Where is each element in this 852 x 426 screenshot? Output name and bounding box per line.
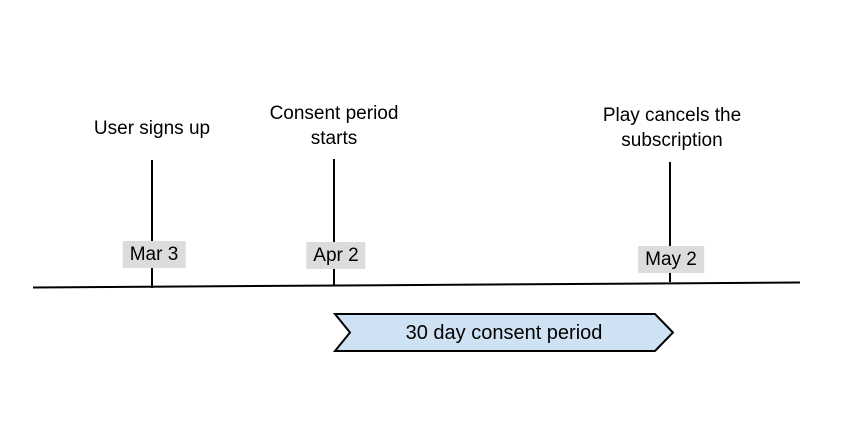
event-title-play-cancels-subscription: Play cancels the subscription: [602, 105, 742, 151]
event-tick-apr-2: [333, 159, 335, 286]
event-title-consent-period-starts: Consent period starts: [269, 103, 399, 149]
event-date-may-2: May 2: [638, 246, 704, 273]
consent-period-banner-label: 30 day consent period: [405, 322, 603, 344]
event-title-user-signs-up: User signs up: [93, 118, 211, 139]
event-tick-may-2: [669, 162, 671, 282]
event-date-mar-3: Mar 3: [122, 241, 186, 268]
event-tick-mar-3: [151, 160, 153, 288]
consent-period-banner-shape: [332, 313, 675, 352]
event-date-apr-2: Apr 2: [306, 242, 366, 269]
timeline-axis-line: [32, 281, 801, 289]
